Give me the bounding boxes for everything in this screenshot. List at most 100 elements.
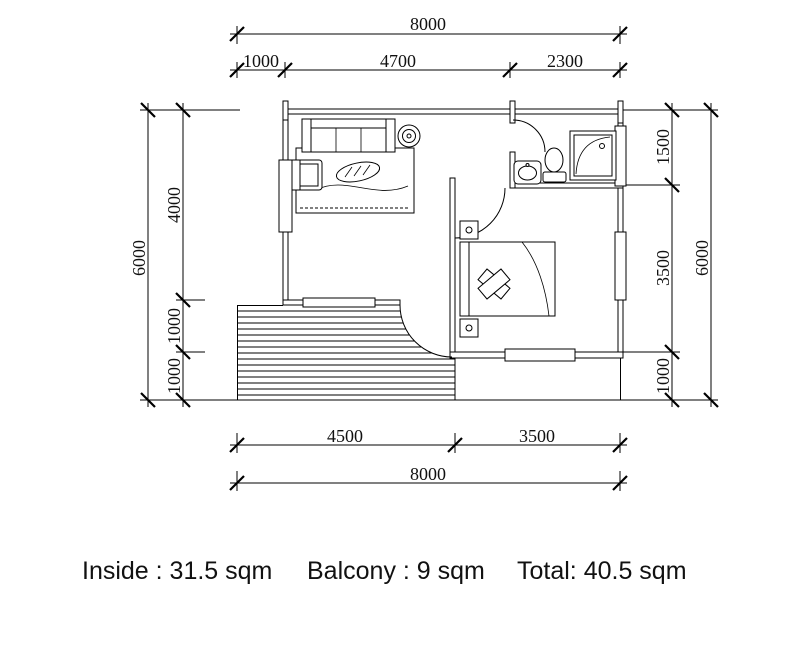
wall-bedroom-left	[449, 177, 456, 359]
dim-label-bottom-segment: 4500	[327, 426, 363, 446]
dim-tick	[140, 392, 156, 408]
coffee-table	[335, 161, 381, 183]
dim-label-left-segment: 1000	[164, 358, 184, 394]
dim-tick	[175, 392, 191, 408]
dimension-bottom-total: 8000	[229, 464, 628, 491]
coffee-table-stripe	[362, 164, 371, 176]
window-living-bottom	[302, 297, 376, 308]
dimension-left-total: 6000	[129, 102, 156, 408]
dim-tick	[175, 102, 191, 118]
living-room-furniture	[291, 118, 421, 214]
sofa	[301, 118, 396, 153]
dim-tick	[612, 62, 628, 78]
dim-tick	[664, 102, 680, 118]
dim-tick	[447, 437, 463, 453]
rug-pattern	[315, 184, 409, 191]
shower-drain	[599, 143, 605, 149]
toilet-tank	[542, 171, 567, 183]
window-bedroom-right	[614, 231, 627, 301]
dim-label-bottom-total: 8000	[410, 464, 446, 484]
wall-post	[282, 100, 289, 121]
sink	[513, 160, 542, 185]
toilet-bowl	[544, 147, 564, 173]
side-table-center	[406, 133, 412, 139]
toilet	[542, 147, 567, 183]
dim-label-top-total: 8000	[410, 14, 446, 34]
dimension-right-total: 6000	[692, 102, 719, 408]
dim-label-left-segment: 4000	[164, 187, 184, 223]
extension-lines	[140, 109, 718, 401]
dim-tick	[229, 475, 245, 491]
wall-post	[509, 100, 516, 124]
dimension-right-segments: 1500 3500 1000	[653, 102, 680, 408]
floor-boundary	[455, 358, 623, 401]
dimension-left-segments: 4000 1000 1000	[164, 102, 191, 408]
dim-tick	[703, 392, 719, 408]
dim-tick	[703, 102, 719, 118]
dim-label-bottom-segment: 3500	[519, 426, 555, 446]
dim-tick	[612, 475, 628, 491]
dim-tick	[175, 344, 191, 360]
shower	[569, 130, 617, 181]
door-swing-balcony	[399, 304, 453, 358]
dim-tick	[229, 437, 245, 453]
armchair-seat	[299, 163, 319, 187]
bed-blanket-fold	[521, 241, 550, 317]
dim-tick	[277, 62, 293, 78]
dim-label-left-total: 6000	[129, 240, 149, 276]
dimension-top-segments: 1000 4700 2300	[229, 51, 628, 78]
window-living-left	[278, 159, 293, 233]
sink-faucet	[525, 163, 530, 167]
nightstand-lamp	[465, 226, 473, 234]
bedroom-furniture	[459, 220, 556, 338]
armchair	[291, 159, 323, 191]
dim-tick	[664, 344, 680, 360]
sofa-arm-right	[385, 118, 396, 153]
door-swing-bathroom	[512, 119, 546, 153]
dim-tick	[612, 437, 628, 453]
bed-pillow	[477, 268, 511, 300]
dim-tick	[140, 102, 156, 118]
dim-tick	[502, 62, 518, 78]
area-inside: Inside : 31.5 sqm	[82, 557, 273, 585]
balcony-decking	[237, 305, 456, 401]
dim-label-top-segment: 1000	[243, 51, 279, 71]
area-balcony: Balcony : 9 sqm	[307, 557, 485, 585]
window-bathroom-right	[614, 125, 627, 187]
nightstand-top	[459, 220, 479, 240]
armchair-back	[291, 159, 301, 191]
dim-label-right-segment: 1500	[653, 129, 673, 165]
bed-headboard	[459, 241, 470, 317]
dim-tick	[664, 177, 680, 193]
wall-top	[282, 108, 624, 115]
bathroom-fixtures	[513, 130, 617, 185]
dim-tick	[175, 292, 191, 308]
nightstand-bottom	[459, 318, 479, 338]
area-total: Total: 40.5 sqm	[517, 557, 687, 585]
wall-post	[617, 100, 624, 124]
side-table	[397, 124, 421, 148]
shower-screen	[575, 136, 611, 175]
balcony-outline	[237, 305, 456, 401]
dim-label-right-total: 6000	[692, 240, 712, 276]
dim-tick	[612, 26, 628, 42]
dim-tick	[664, 392, 680, 408]
window-bedroom-bottom	[504, 348, 576, 362]
dimension-bottom-segments: 4500 3500	[229, 426, 628, 453]
sofa-arm-left	[301, 118, 312, 153]
dim-tick	[229, 62, 245, 78]
dim-label-right-segment: 1000	[653, 358, 673, 394]
bed	[459, 241, 556, 317]
dim-label-right-segment: 3500	[653, 250, 673, 286]
coffee-table-stripe	[353, 165, 362, 177]
windows	[278, 125, 627, 362]
coffee-table-stripe	[344, 166, 353, 178]
dim-label-top-segment: 2300	[547, 51, 583, 71]
shower-tray-inner	[573, 134, 613, 177]
dimension-top-total: 8000	[229, 14, 628, 44]
sink-basin	[518, 165, 537, 181]
dim-label-top-segment: 4700	[380, 51, 416, 71]
sofa-back	[301, 118, 396, 129]
